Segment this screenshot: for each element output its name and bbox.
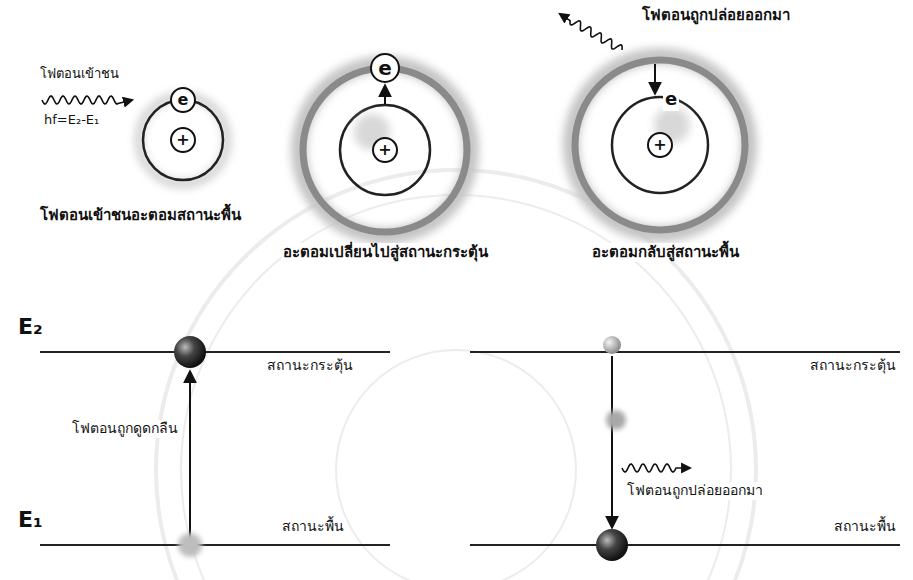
transition-arrow [654,64,656,93]
energy-level [470,544,900,546]
node-text: e [378,58,392,78]
faded-electron [178,533,202,557]
photon-wave [560,14,622,50]
photon-wave [622,464,690,472]
stage-caption: อะตอมกลับสู่สถานะพื้น [590,243,741,262]
node-text: + [653,137,666,153]
electron-circle: e [370,53,400,83]
photon-wave [42,96,132,104]
stage-caption: โฟตอนเข้าชนอะตอมสถานะพื้น [38,206,243,225]
nucleus-circle: + [372,137,398,163]
orbit-glow [571,56,749,234]
process-label: โฟตอนถูกดูดกลืน [70,420,180,438]
orbit-glow [299,64,471,236]
faded-electron [606,410,626,430]
electron-ball [596,529,628,561]
level-label: สถานะพื้น [832,518,898,536]
node-text: e [178,92,189,108]
nucleus-circle: + [647,132,673,158]
emission-arrow [611,356,613,527]
electron-ball [174,336,206,368]
orbit [612,97,708,193]
energy-level [40,351,390,353]
excited-orbit [575,60,745,230]
absorption-arrow [189,372,191,540]
photon-label: โฟตอนเข้าชน [38,66,121,82]
orbit [340,105,430,195]
transition-arrow [384,86,386,104]
excited-orbit [303,68,467,232]
energy-formula: hf=E₂-E₁ [42,112,101,128]
node-text: + [176,132,189,148]
nucleus-circle: + [170,127,196,153]
electron-ball [603,336,621,354]
photon-label: โฟตอนถูกปล่อยออกมา [640,6,792,25]
process-label: โฟตอนถูกปล่อยออกมา [625,482,765,500]
electron-label: e [663,88,679,111]
level-label: สถานะกระตุ้น [265,357,355,375]
energy-level [470,351,900,353]
energy-symbol: E₂ [16,313,45,341]
electron-circle: e [170,87,196,113]
node-text: + [378,142,391,158]
stage-caption: อะตอมเปลี่ยนไปสู่สถานะกระตุ้น [281,243,490,262]
energy-symbol: E₁ [16,506,45,534]
energy-level [40,544,390,546]
level-label: สถานะพื้น [280,518,346,536]
level-label: สถานะกระตุ้น [808,357,898,375]
